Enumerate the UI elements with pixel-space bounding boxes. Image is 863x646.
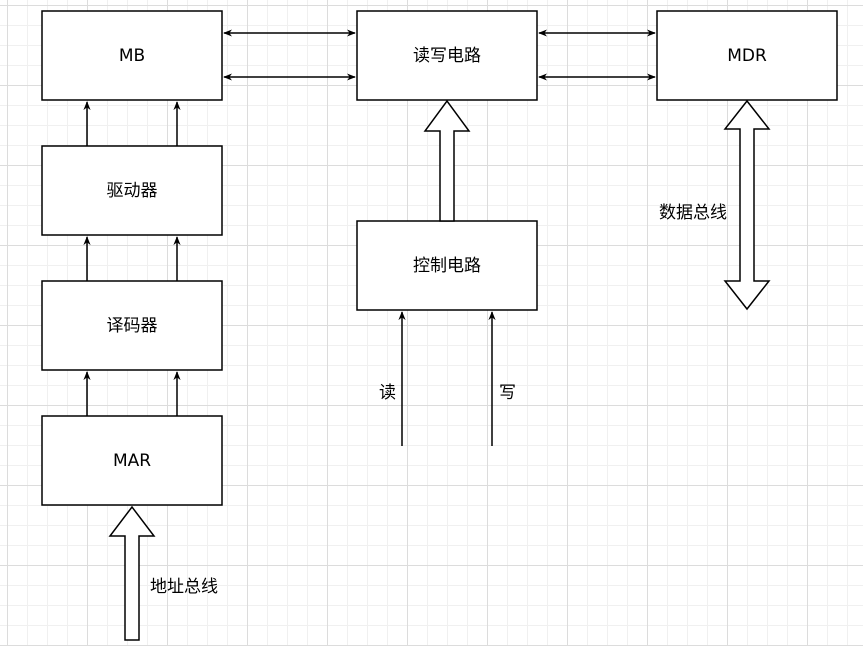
write-label: 写 — [499, 383, 516, 403]
address-bus-label: 地址总线 — [150, 577, 218, 597]
driver-box: 驱动器 — [41, 145, 223, 236]
data-bus-label: 数据总线 — [659, 203, 727, 223]
decoder-box: 译码器 — [41, 280, 223, 371]
address-bus-block-arrow — [108, 505, 156, 641]
mar-box: MAR — [41, 415, 223, 506]
mb-label: MB — [119, 46, 145, 66]
read-label: 读 — [379, 383, 396, 403]
control-rw-block-arrow — [423, 99, 471, 222]
decoder-label: 译码器 — [107, 316, 158, 336]
control-circuit-label: 控制电路 — [413, 256, 481, 276]
mdr-label: MDR — [727, 46, 767, 66]
rw-circuit-box: 读写电路 — [356, 10, 538, 101]
rw-circuit-label: 读写电路 — [413, 46, 481, 66]
mar-label: MAR — [113, 451, 151, 471]
control-circuit-box: 控制电路 — [356, 220, 538, 311]
driver-label: 驱动器 — [107, 181, 158, 201]
mb-box: MB — [41, 10, 223, 101]
data-bus-block-arrow — [723, 99, 771, 311]
mdr-box: MDR — [656, 10, 838, 101]
